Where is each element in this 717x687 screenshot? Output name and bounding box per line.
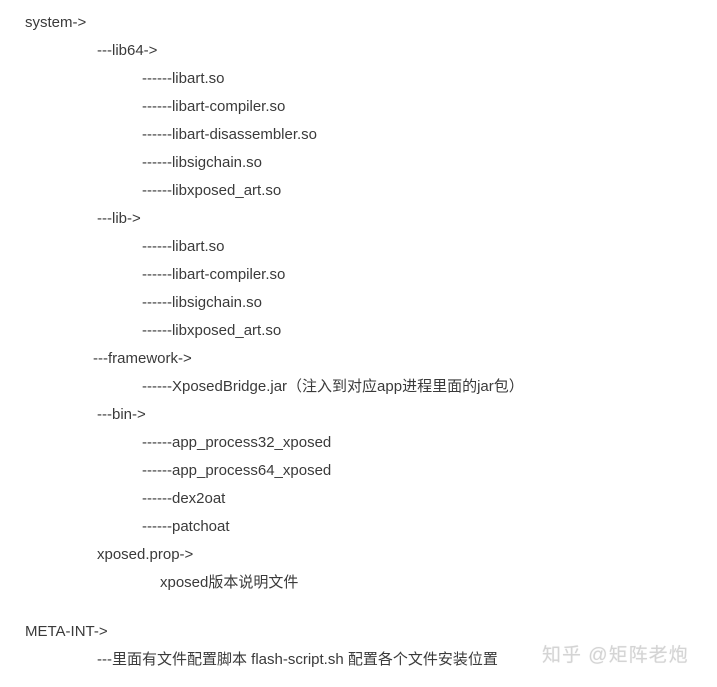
meta-int-heading: META-INT-> bbox=[25, 623, 108, 640]
bin-heading: ---bin-> bbox=[97, 406, 146, 423]
lib64-item: ------libxposed_art.so bbox=[142, 182, 282, 199]
system-heading: system-> bbox=[25, 14, 87, 31]
xposed-prop-description: xposed版本说明文件 bbox=[160, 574, 299, 591]
meta-int-description: ---里面有文件配置脚本 flash-script.sh 配置各个文件安装位置 bbox=[97, 651, 498, 668]
framework-heading: ---framework-> bbox=[93, 350, 192, 367]
bin-item: ------app_process64_xposed bbox=[142, 462, 332, 479]
bin-item: ------patchoat bbox=[142, 518, 230, 535]
lib64-heading: ---lib64-> bbox=[97, 42, 158, 59]
xposed-prop-heading: xposed.prop-> bbox=[97, 546, 194, 563]
lib-item: ------libsigchain.so bbox=[142, 294, 263, 311]
lib-item: ------libart-compiler.so bbox=[142, 266, 286, 283]
zhihu-watermark: 知乎 @矩阵老炮 bbox=[542, 645, 689, 666]
bin-item: ------dex2oat bbox=[142, 490, 226, 507]
lib-item: ------libart.so bbox=[142, 238, 225, 255]
lib64-item: ------libart-compiler.so bbox=[142, 98, 286, 115]
framework-item: ------XposedBridge.jar（注入到对应app进程里面的jar包… bbox=[142, 378, 524, 395]
bin-item: ------app_process32_xposed bbox=[142, 434, 332, 451]
lib64-item: ------libart-disassembler.so bbox=[142, 126, 318, 143]
lib-item: ------libxposed_art.so bbox=[142, 322, 282, 339]
lib-heading: ---lib-> bbox=[97, 210, 141, 227]
lib64-item: ------libsigchain.so bbox=[142, 154, 263, 171]
lib64-item: ------libart.so bbox=[142, 70, 225, 87]
